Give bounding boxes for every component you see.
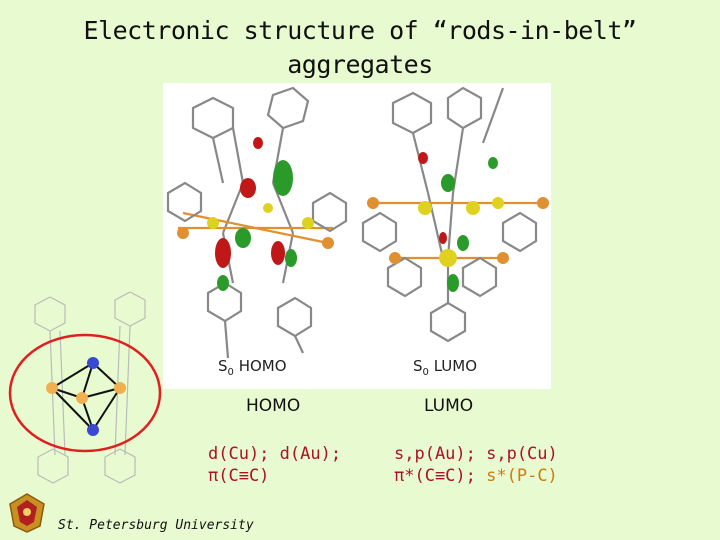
lumo-desc-sigma-star: s*(P-C) — [486, 466, 558, 486]
lumo-desc-pi-star: π*(C≡C); — [394, 466, 476, 486]
homo-orbital-lobes — [177, 137, 334, 291]
lumo-desc-line-1: s,p(Au); s,p(Cu) — [394, 443, 558, 465]
lumo-state-label: S0 LUMO — [413, 357, 477, 378]
lumo-label: LUMO — [424, 396, 473, 416]
homo-description: d(Cu); d(Au); π(C≡C) — [208, 443, 341, 487]
homo-label: HOMO — [246, 396, 300, 416]
university-name: St. Petersburg University — [58, 518, 254, 533]
homo-molecule — [168, 88, 346, 358]
lumo-molecule — [363, 88, 543, 341]
slide-title: Electronic structure of “rods-in-belt” a… — [0, 14, 720, 82]
homo-desc-line-2: π(C≡C) — [208, 465, 341, 487]
lumo-description: s,p(Au); s,p(Cu) π*(C≡C); s*(P-C) — [394, 443, 558, 487]
slide-title-line-1: Electronic structure of “rods-in-belt” — [0, 14, 720, 48]
orbital-figure: S0 HOMO S0 LUMO — [163, 83, 551, 389]
homo-desc-line-1: d(Cu); d(Au); — [208, 443, 341, 465]
homo-state-label: S0 HOMO — [218, 357, 287, 378]
molecular-structures — [163, 83, 551, 389]
cluster-schematic — [0, 285, 175, 500]
lumo-desc-line-2: π*(C≡C); s*(P-C) — [394, 465, 558, 487]
university-crest-icon — [4, 490, 50, 534]
slide-title-line-2: aggregates — [0, 48, 720, 82]
